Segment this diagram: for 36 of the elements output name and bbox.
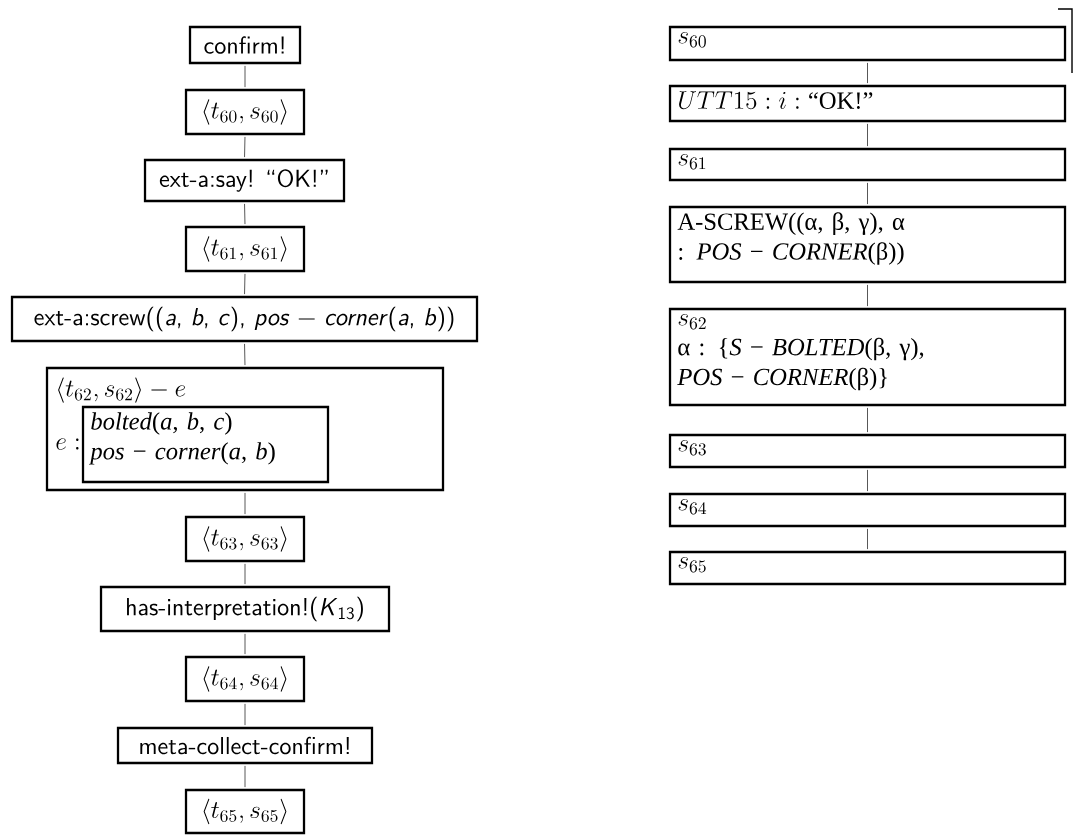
state-box: $s_{65}$ [668, 550, 1067, 586]
connector-line [244, 492, 246, 515]
process-box: confirm! [188, 25, 302, 65]
connector-line [244, 765, 246, 788]
connector-line [867, 123, 868, 147]
nested-box: bolted(a, b, c) pos − corner(a, b) [81, 405, 330, 484]
connector-line [244, 203, 246, 225]
connector-line [244, 563, 246, 585]
connector-line [244, 136, 246, 158]
process-box: $\langle t_{61}, s_{61}\rangle$ [184, 225, 306, 273]
connector-line [244, 703, 246, 726]
state-box: $s_{63}$ [668, 433, 1067, 469]
connector-line [867, 469, 868, 492]
state-box: A-SCREW((α, β, γ), α : POS − CORNER(β)) [668, 205, 1067, 284]
process-box: $\langle t_{65}, s_{65}\rangle$ [184, 788, 306, 835]
connector-line [867, 528, 868, 550]
process-box: $\langle t_{63}, s_{63}\rangle$ [184, 515, 306, 563]
connector-line [244, 273, 246, 295]
connector-line [867, 284, 868, 307]
connector-line [244, 65, 246, 88]
connector-line [244, 343, 246, 366]
state-box: $s_{60}$ [668, 25, 1067, 62]
process-box: ext-a:say! “OK!” [143, 158, 346, 203]
process-box: has-interpretation!(K$_{13}$) [99, 585, 391, 633]
state-box: $s_{64}$ [668, 492, 1067, 528]
state-box: $UTT15 : i : \mbox{“OK!”}$ [668, 84, 1067, 123]
connector-line [867, 407, 868, 433]
process-box: $\langle t_{64}, s_{64}\rangle$ [184, 655, 306, 703]
process-box: ext-a:screw((a, b, c), pos − corner(a, b)) [10, 295, 479, 343]
connector-line [867, 182, 868, 205]
connector-line [867, 62, 868, 84]
state-box: $s_{61}$ [668, 147, 1067, 182]
process-box: $\langle t_{60}, s_{60}\rangle$ [184, 88, 306, 136]
process-box: meta-collect-confirm! [116, 726, 374, 765]
state-box: $s_{62}$ α : {S − BOLTED(β, γ), POS − CORNER(β)} [668, 307, 1067, 407]
connector-line [244, 633, 246, 655]
